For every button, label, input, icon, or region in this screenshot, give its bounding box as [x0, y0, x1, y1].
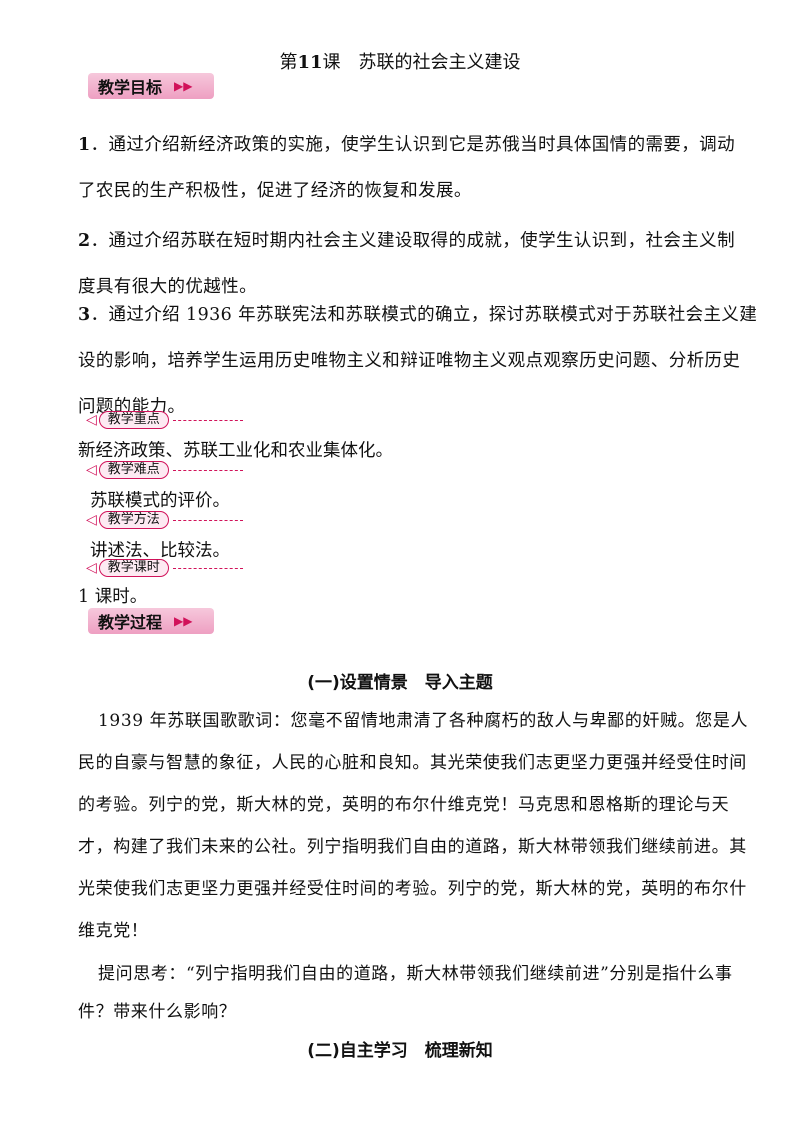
process-tag: 教学过程 ▶▶: [88, 608, 214, 634]
question-paragraph: 提问思考：“列宁指明我们自由的道路，斯大林带领我们继续前进”分别是指什么事件？带…: [78, 964, 733, 1022]
swirl-icon: ◁: [86, 512, 97, 528]
hours-text: 1 课时。: [78, 587, 148, 607]
difficulties-text: 苏联模式的评价。: [90, 491, 230, 511]
anthem-paragraph: 1939 年苏联国歌歌词：您毫不留情地肃清了各种腐朽的敌人与卑鄙的奸贼。您是人民…: [78, 711, 749, 941]
page-title: 第11课 苏联的社会主义建设: [279, 52, 521, 73]
key-points-text: 新经济政策、苏联工业化和农业集体化。: [78, 441, 393, 461]
double-arrow-icon: ▶▶: [174, 79, 193, 93]
section-heading-2: (二)自主学习 梳理新知: [307, 1041, 493, 1061]
difficulties-tag: ◁ 教学难点: [86, 460, 243, 480]
objective-2: 2．通过介绍苏联在短时期内社会主义建设取得的成就，使学生认识到，社会主义制度具有…: [78, 231, 735, 297]
methods-tag: ◁ 教学方法: [86, 510, 243, 530]
swirl-icon: ◁: [86, 462, 97, 478]
objectives-tag-label: 教学目标: [98, 78, 163, 97]
swirl-icon: ◁: [86, 412, 97, 428]
double-arrow-icon: ▶▶: [174, 614, 193, 628]
key-points-tag: ◁ 教学重点: [86, 410, 243, 430]
hours-tag: ◁ 教学课时: [86, 558, 243, 578]
section-heading-1: (一)设置情景 导入主题: [307, 673, 493, 693]
methods-text: 讲述法、比较法。: [90, 541, 230, 561]
objective-1: 1．通过介绍新经济政策的实施，使学生认识到它是苏俄当时具体国情的需要，调动了农民…: [78, 135, 735, 201]
process-tag-label: 教学过程: [98, 613, 163, 632]
objectives-tag: 教学目标 ▶▶: [88, 73, 214, 99]
swirl-icon: ◁: [86, 560, 97, 576]
